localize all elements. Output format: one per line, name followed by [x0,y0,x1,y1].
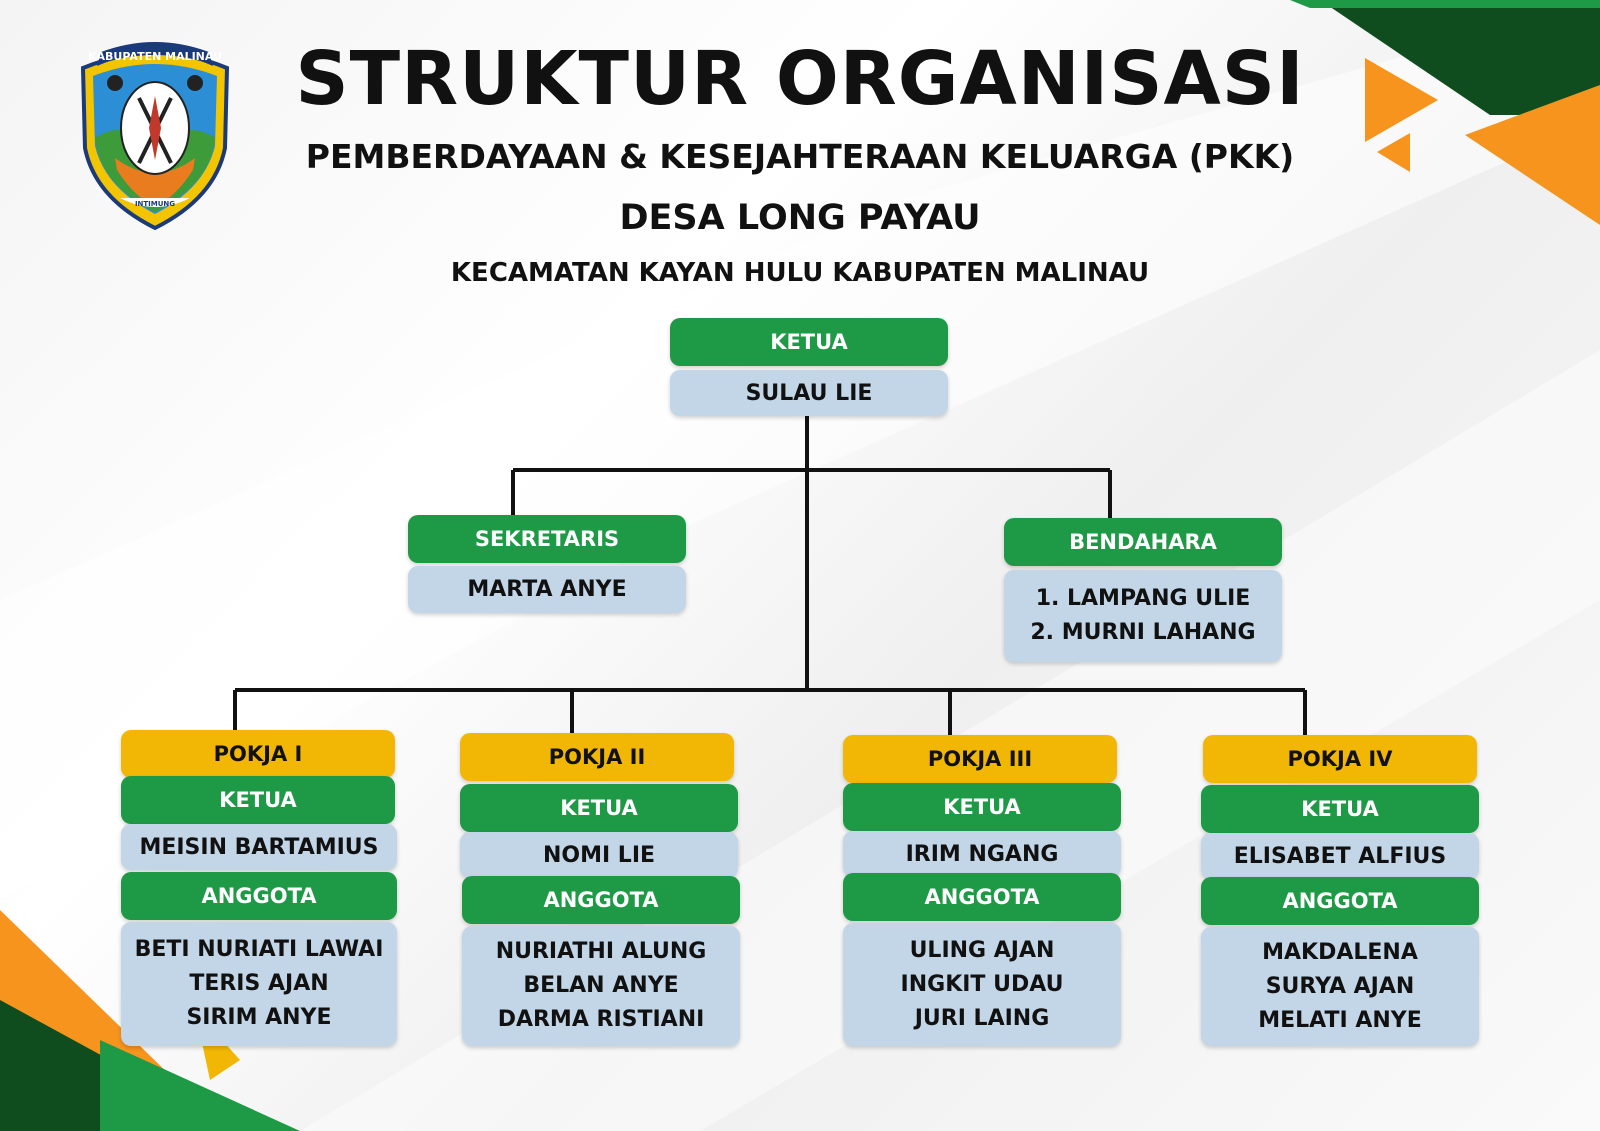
pokja-1-ketua-name: MEISIN BARTAMIUS [121,824,397,870]
district-name: KECAMATAN KAYAN HULU KABUPATEN MALINAU [450,258,1150,288]
arrow-small-orange-shape [1377,133,1410,172]
bottom-green-shape [100,1040,300,1131]
pokja-4-ketua-name: ELISABET ALFIUS [1201,833,1479,879]
pokja-2-anggota-label: ANGGOTA [462,876,740,924]
pokja-4-title: POKJA IV [1203,735,1477,783]
corner-green-shape [1290,0,1600,8]
village-name: DESA LONG PAYAU [619,198,981,238]
pokja-4-anggota-list: MAKDALENA SURYA AJAN MELATI ANYE [1201,927,1479,1046]
crest-ribbon-text: KABUPATEN MALINAU [88,50,222,63]
list-item: SURYA AJAN [1265,973,1415,999]
list-item: MAKDALENA [1262,939,1418,965]
pokja-2-ketua-name: NOMI LIE [460,832,738,878]
pokja-3-anggota-list: ULING AJAN INGKIT UDAU JURI LAING [843,923,1121,1046]
list-item: SIRIM ANYE [186,1005,332,1030]
bendahara-label: BENDAHARA [1004,518,1282,566]
list-item: ULING AJAN [909,937,1055,963]
list-item: NURIATHI ALUNG [495,939,707,964]
list-item: MELATI ANYE [1258,1007,1422,1033]
regency-crest-emblem: KABUPATEN MALINAU INTIMUNG [80,42,230,230]
arrow-orange-shape [1365,58,1438,142]
page-title: STRUKTUR ORGANISASI [295,36,1305,122]
corner-orange-shape [1465,85,1600,225]
list-item: DARMA RISTIANI [497,1007,705,1032]
corner-dark-green-shape [1320,0,1600,115]
sekretaris-label: SEKRETARIS [408,515,686,563]
pokja-2-anggota-list: NURIATHI ALUNG BELAN ANYE DARMA RISTIANI [462,926,740,1046]
pokja-1-anggota-list: BETI NURIATI LAWAI TERIS AJAN SIRIM ANYE [121,922,397,1046]
pokja-4-anggota-label: ANGGOTA [1201,877,1479,925]
list-item: INGKIT UDAU [900,971,1064,997]
pokja-1-title: POKJA I [121,730,395,778]
page-subtitle: PEMBERDAYAAN & KESEJAHTERAAN KELUARGA (P… [305,137,1295,176]
list-item: 1. LAMPANG ULIE [1035,586,1251,611]
list-item: 2. MURNI LAHANG [1030,620,1256,645]
pokja-3-ketua-label: KETUA [843,783,1121,831]
bendahara-members: 1. LAMPANG ULIE 2. MURNI LAHANG [1004,570,1282,662]
ketua-label: KETUA [670,318,948,366]
list-item: BELAN ANYE [523,973,679,998]
pokja-2-title: POKJA II [460,733,734,781]
pokja-3-title: POKJA III [843,735,1117,783]
sekretaris-name: MARTA ANYE [408,566,686,613]
list-item: BETI NURIATI LAWAI [134,937,384,962]
list-item: TERIS AJAN [189,971,329,996]
pokja-4-ketua-label: KETUA [1201,785,1479,833]
pokja-3-anggota-label: ANGGOTA [843,873,1121,921]
pokja-1-ketua-label: KETUA [121,776,395,824]
ketua-name: SULAU LIE [670,370,948,416]
pokja-3-ketua-name: IRIM NGANG [843,831,1121,877]
pokja-2-ketua-label: KETUA [460,784,738,832]
list-item: JURI LAING [914,1005,1050,1031]
pokja-1-anggota-label: ANGGOTA [121,872,397,920]
crest-motto: INTIMUNG [135,200,175,208]
connector-lines [233,415,1307,735]
